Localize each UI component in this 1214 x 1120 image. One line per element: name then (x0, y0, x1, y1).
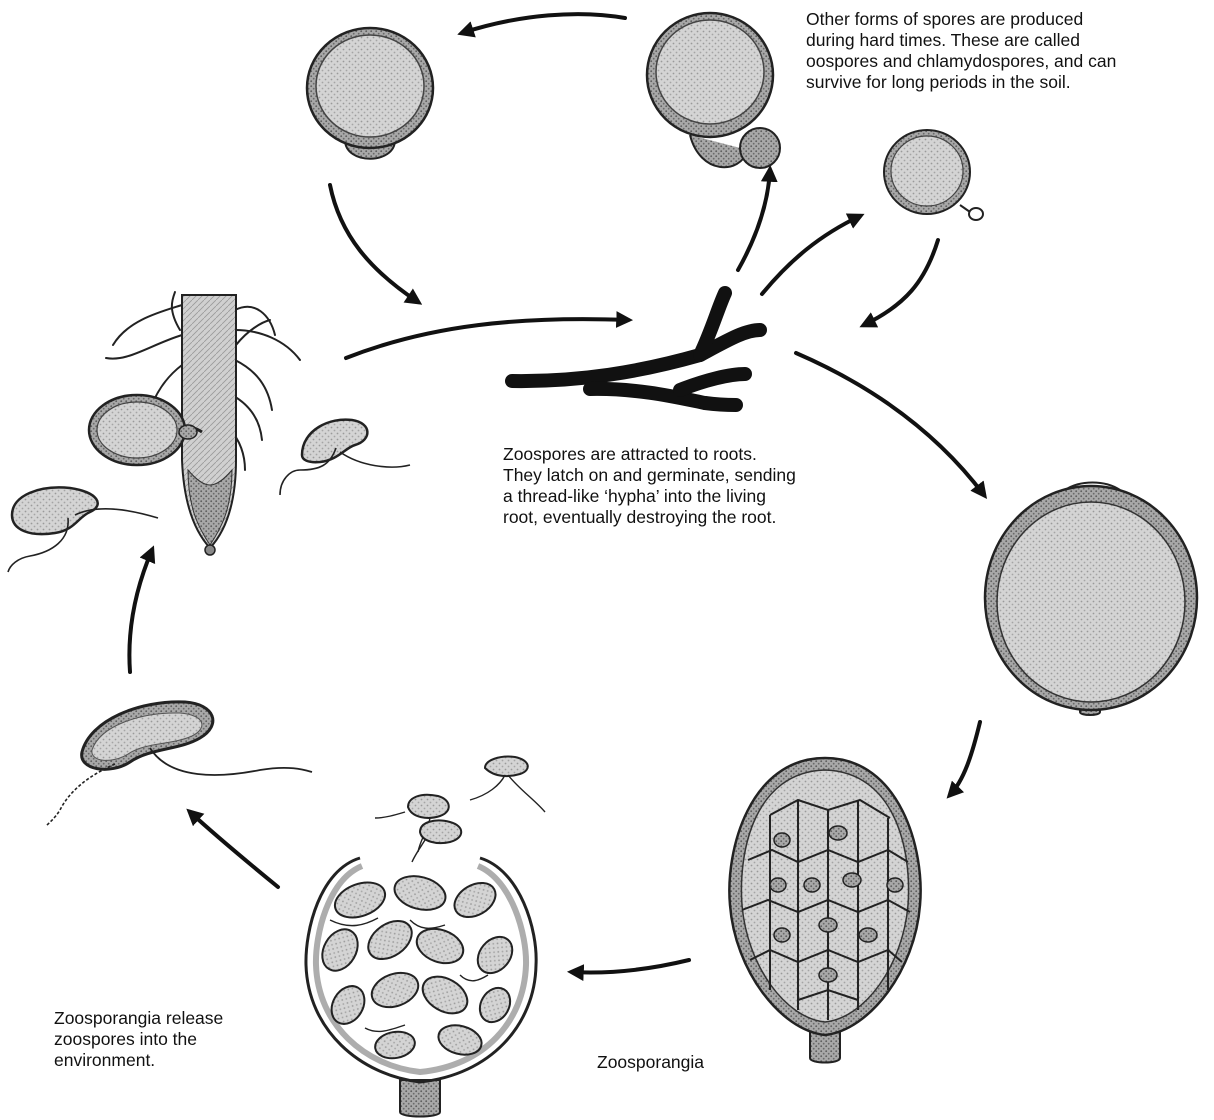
arrow-oospore-to-oospore (462, 14, 625, 33)
oospore-top-right (647, 13, 780, 168)
roots-caption-line: a thread-like ‘hypha’ into the living (503, 486, 865, 507)
swimming-zoospore-top (470, 757, 545, 812)
zoospore-right-of-root (280, 420, 410, 495)
arrow-sporangium-to-zoosporangium (950, 722, 980, 795)
roots-caption: Zoospores are attracted to roots. They l… (503, 444, 865, 528)
arrow-release-to-zoospore (190, 812, 278, 887)
oospores-caption: Other forms of spores are produced durin… (806, 9, 1202, 93)
arrow-hypha-to-chlamydospore (762, 216, 860, 294)
oospores-caption-line: during hard times. These are called (806, 30, 1202, 51)
arrow-zoosporangium-to-release (572, 960, 689, 973)
hypha (512, 293, 760, 405)
release-caption: Zoosporangia release zoospores into the … (54, 1008, 294, 1071)
sporangium (985, 483, 1197, 716)
swimming-zoospore-lower (412, 820, 461, 862)
zoosporangium-cells (729, 758, 920, 1063)
arrow-zoospore-to-root (129, 550, 152, 672)
arrow-oospore-to-hypha (330, 185, 418, 302)
releasing-zoosporangium (306, 858, 536, 1117)
zoospore-lower-left (46, 702, 312, 826)
roots-caption-line: root, eventually destroying the root. (503, 507, 865, 528)
oospores-caption-line: Other forms of spores are produced (806, 9, 1202, 30)
release-caption-line: Zoosporangia release (54, 1008, 294, 1029)
roots-caption-line: Zoospores are attracted to roots. (503, 444, 865, 465)
arrow-root-to-hypha (346, 319, 628, 358)
release-caption-line: environment. (54, 1050, 294, 1071)
oospores-caption-line: oospores and chlamydospores, and can (806, 51, 1202, 72)
oospore-top-left (307, 28, 433, 159)
roots-caption-line: They latch on and germinate, sending (503, 465, 865, 486)
arrow-chlamydospore-to-hypha (864, 240, 938, 325)
release-caption-line: zoospores into the (54, 1029, 294, 1050)
zoospore-left-of-root (8, 487, 158, 572)
arrow-hypha-to-oospore (738, 170, 770, 270)
chlamydospore (884, 130, 983, 220)
zoosporangia-label: Zoosporangia (597, 1052, 757, 1073)
oospores-caption-line: survive for long periods in the soil. (806, 72, 1202, 93)
